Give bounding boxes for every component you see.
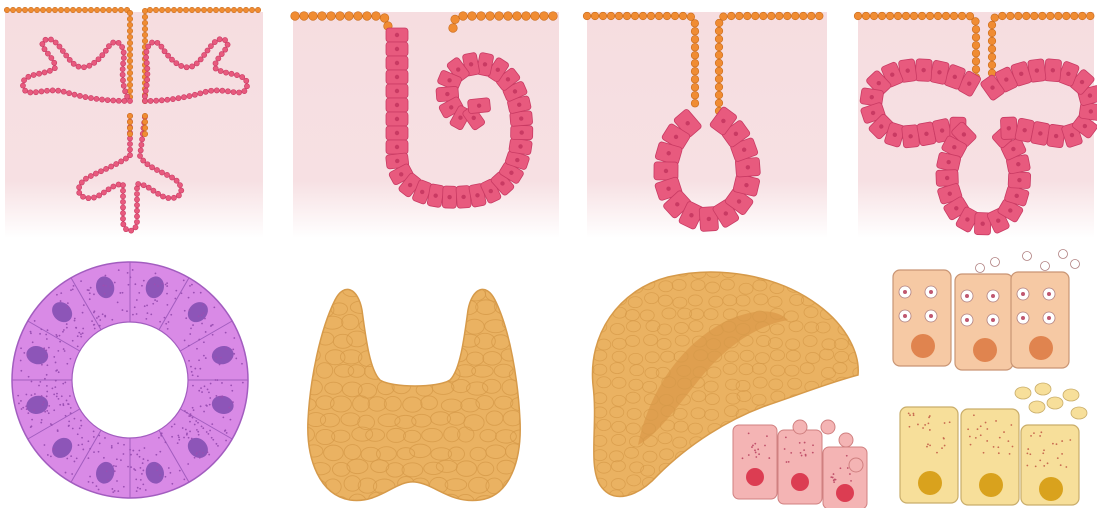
simple-alveolar-gland-panel (587, 6, 827, 238)
released-fragment (1029, 401, 1045, 413)
released-fragment (1035, 383, 1051, 395)
released-fragment (1063, 389, 1079, 401)
released-fragment (1047, 397, 1063, 409)
cell-ring-icon (0, 258, 265, 508)
peach-cells (893, 250, 1080, 371)
tubular-cross-section-panel (0, 258, 265, 508)
apocrine-cells-icon (885, 248, 1097, 378)
apocrine-secretion-panel (885, 248, 1097, 378)
coiled-tubular-gland-panel (293, 6, 559, 238)
secretory-vesicle (793, 420, 807, 434)
secretory-vesicle (839, 433, 853, 447)
released-vesicle (991, 258, 1000, 267)
pancreas-panel (578, 265, 878, 508)
released-fragment (1071, 407, 1087, 419)
released-vesicle (1071, 260, 1080, 269)
lumen (72, 322, 188, 438)
released-vesicle (1023, 252, 1032, 261)
coiled-gland-icon (293, 6, 559, 238)
holocrine-secretion-panel (895, 385, 1095, 508)
yellow-cells (900, 383, 1087, 505)
released-vesicle (976, 264, 985, 273)
branched-alveolar-gland-icon (858, 6, 1094, 238)
secretory-vesicle (849, 458, 863, 472)
branched-gland-icon (5, 6, 263, 238)
secretory-cells-pink (733, 420, 867, 508)
thyroid-gland-panel (290, 270, 540, 508)
pancreas-icon (578, 265, 878, 508)
branched-tubular-gland-panel (5, 6, 263, 238)
connective-tissue-background (587, 12, 827, 238)
holocrine-cells-icon (895, 385, 1095, 508)
alveolar-gland-icon (587, 6, 827, 238)
released-vesicle (1041, 262, 1050, 271)
thyroid-icon (290, 270, 540, 508)
released-vesicle (1059, 250, 1068, 259)
secretory-vesicle (821, 420, 835, 434)
branched-alveolar-gland-panel (858, 6, 1094, 238)
released-fragment (1015, 387, 1031, 399)
